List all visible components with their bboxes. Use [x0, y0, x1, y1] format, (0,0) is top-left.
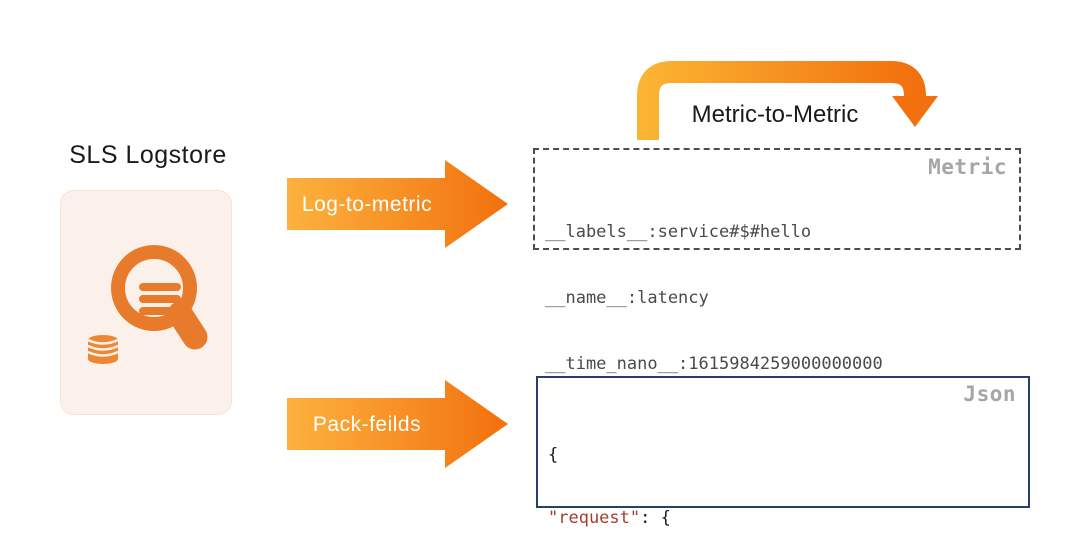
logstore-card [60, 190, 232, 415]
log-to-metric-label: Log-to-metric [301, 193, 433, 216]
right-arrow-icon [287, 160, 508, 248]
metric-code-box: Metric __labels__:service#$#hello __name… [533, 148, 1021, 440]
right-arrow-icon [287, 380, 508, 468]
metric-to-metric-label: Metric-to-Metric [691, 101, 859, 128]
log-to-metric-arrow: Log-to-metric [287, 159, 512, 251]
logstore-magnifier-database-icon [87, 245, 208, 364]
source-title: SLS Logstore [69, 141, 227, 169]
json-line-request: "request": { [548, 508, 671, 528]
json-line-open: { [548, 445, 559, 465]
json-badge: Json [963, 382, 1016, 406]
pack-fields-arrow: Pack-feilds [287, 379, 512, 471]
json-code-box: Json { "request": { "Method": "GET", "UR… [536, 376, 1030, 528]
metric-line-time-nano: __time_nano__:1615984259000000000 [545, 354, 883, 374]
metric-to-metric-loop-arrow-icon [637, 61, 938, 140]
metric-line-name: __name__:latency [545, 288, 709, 308]
metric-badge: Metric [928, 155, 1007, 179]
metric-line-labels: __labels__:service#$#hello [545, 222, 812, 242]
pack-fields-label: Pack-feilds [312, 413, 422, 436]
